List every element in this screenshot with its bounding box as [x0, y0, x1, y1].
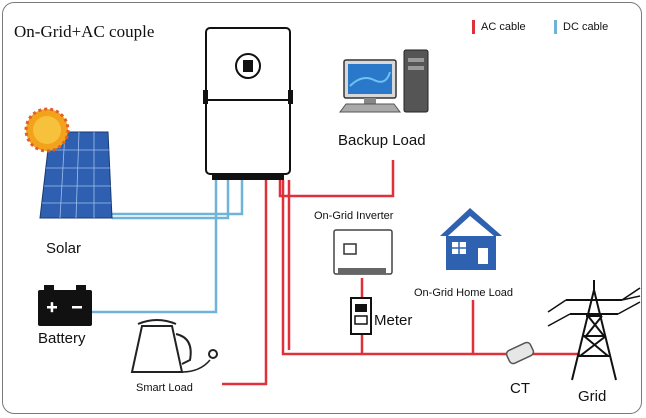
dc-cable-battery: [92, 178, 218, 314]
diagram-title: On-Grid+AC couple: [14, 22, 155, 41]
computer-icon: [339, 49, 429, 113]
ac-cable-grid: [281, 180, 580, 356]
legend-ac-label: AC cable: [481, 21, 526, 33]
ongrid-inverter-icon: [333, 229, 393, 275]
ct-label: CT: [510, 380, 530, 397]
diagram-frame: [2, 2, 642, 414]
house-icon: [440, 208, 502, 270]
smart-load-label: Smart Load: [136, 382, 193, 394]
meter-icon: [350, 297, 372, 335]
transmission-tower-icon: [547, 280, 641, 381]
meter-label: Meter: [374, 312, 413, 329]
sun-icon: [24, 107, 70, 153]
dc-cable-solar-2: [112, 178, 244, 216]
battery-label: Battery: [38, 330, 86, 347]
backup-load-label: Backup Load: [338, 132, 426, 149]
ac-cables: [222, 160, 580, 386]
battery-icon: [38, 285, 92, 326]
ac-cable-smart-load: [222, 180, 268, 386]
solar-label: Solar: [46, 240, 82, 257]
legend-dc-label: DC cable: [563, 21, 609, 33]
grid-label: Grid: [578, 388, 607, 405]
hybrid-inverter-icon: [203, 27, 293, 180]
dc-cable-solar: [112, 178, 230, 220]
ct-clamp-icon: [505, 341, 535, 365]
ac-cable-backup: [278, 160, 395, 198]
legend-dc-swatch: [554, 20, 557, 34]
home-load-label: On-Grid Home Load: [414, 287, 514, 299]
legend-ac-swatch: [472, 20, 475, 34]
kettle-icon: [130, 319, 218, 373]
solar-panel-icon: [39, 131, 113, 219]
dc-cables: [92, 178, 244, 314]
ongrid-inverter-label: On-Grid Inverter: [314, 210, 394, 222]
